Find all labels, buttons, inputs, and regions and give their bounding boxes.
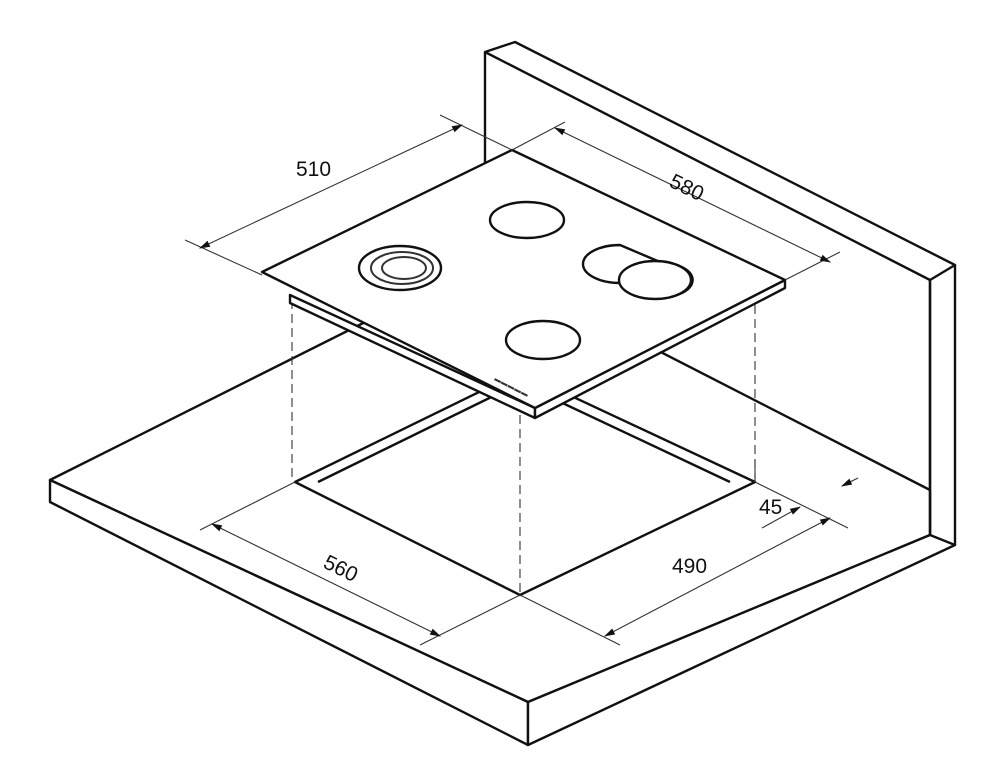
label-45: 45 [759,496,782,519]
projection-lines [291,300,756,595]
burner-front [504,319,582,361]
label-510: 510 [296,158,331,181]
dimension-560: 560 [199,481,521,646]
dimension-510: 510 [184,114,513,276]
label-490: 490 [672,555,707,578]
dimension-490: 490 [519,481,849,646]
dimension-45: 45 [754,460,859,529]
